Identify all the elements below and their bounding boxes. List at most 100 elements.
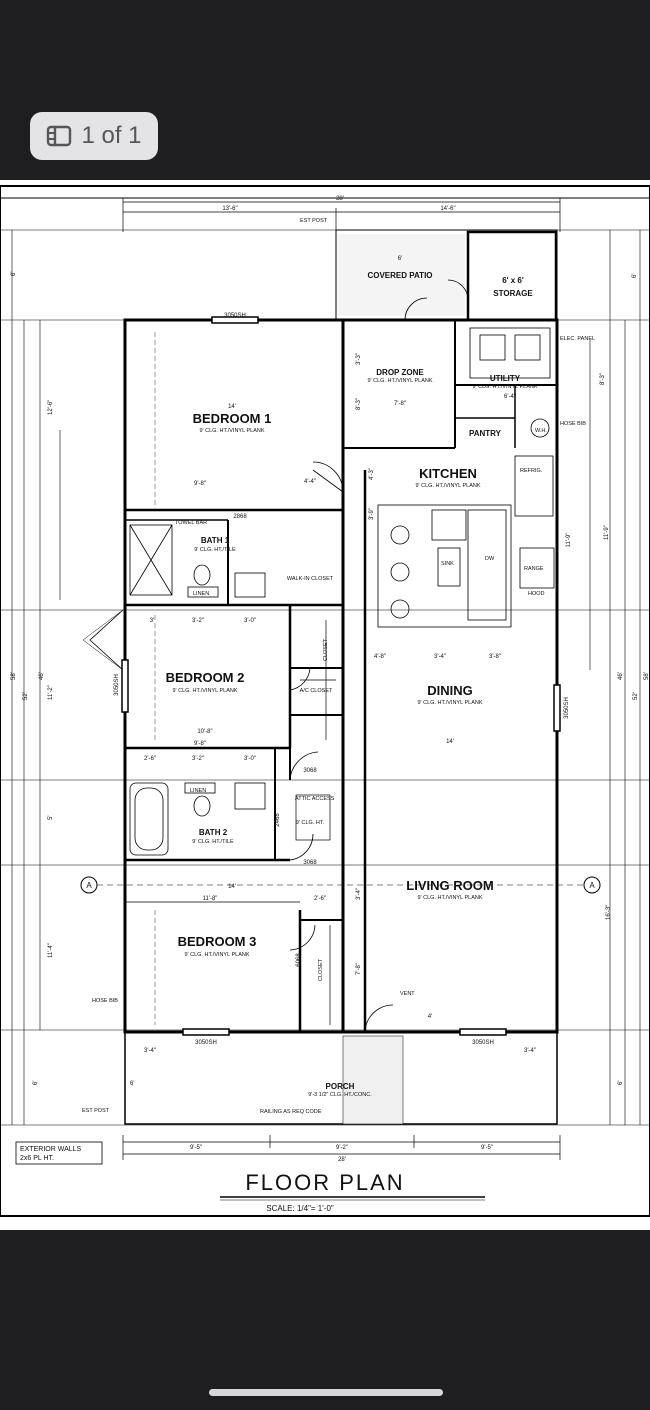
dim-top-left: 13'-6" xyxy=(222,206,237,212)
dim-dz-8-3: 8'-3" xyxy=(356,398,362,410)
section-marker-left: A xyxy=(80,876,98,894)
dim-d-3-4: 3'-4" xyxy=(434,654,446,660)
plan-title: FLOOR PLAN xyxy=(245,1170,404,1195)
dim-left-11-4: 11'-4" xyxy=(48,943,54,958)
bath2-fixtures xyxy=(129,782,266,856)
dim-porch-3-4a: 3'-4" xyxy=(144,1048,156,1054)
dim-d-4-8: 4'-8" xyxy=(374,654,386,660)
dim-right-16-3: 16'-3" xyxy=(606,905,612,920)
room-patio-label: COVERED PATIO xyxy=(367,271,432,280)
dim-win-porch-left: 3050SH xyxy=(195,1040,217,1046)
dim-dz-3-3: 3'-3" xyxy=(356,353,362,365)
room-bath2-label: BATH 2 xyxy=(199,828,228,837)
dim-door-3068a: 3068 xyxy=(303,768,317,774)
kitchen-cabinets xyxy=(377,327,555,628)
note-hose-bib-right: HOSE BIB xyxy=(560,421,586,427)
dim-w-3: 3' xyxy=(150,618,154,624)
room-bedroom1-label: BEDROOM 1 xyxy=(193,411,272,426)
dim-dining-14: 14' xyxy=(446,739,454,745)
legend-exterior-walls-line2: 2x6 PL HT. xyxy=(20,1155,54,1162)
dim-win-b2: 3050SH xyxy=(114,674,120,696)
room-kitchen-sub: 9' CLG. HT./VINYL PLANK xyxy=(415,483,480,489)
dim-bottom-right: 9'-5" xyxy=(481,1145,493,1151)
door-swings xyxy=(289,279,469,1033)
room-walkin-label: WALK-IN CLOSET xyxy=(287,576,334,582)
dim-overall-width: 28' xyxy=(336,196,344,202)
floor-plan-drawing: 28' 13'-6" 14'-6" EST POST 6' 58' 52' 46… xyxy=(0,185,650,1217)
room-porch-sub: 9'-3 1/2" CLG. HT./CONC. xyxy=(308,1092,372,1098)
dim-left-5: 5' xyxy=(48,816,54,820)
dim-right-6-bottom: 6' xyxy=(618,1081,624,1085)
home-indicator[interactable] xyxy=(209,1389,443,1396)
dim-porch-4: 4' xyxy=(428,1014,432,1020)
viewer-top-bar: 1 of 1 xyxy=(0,0,650,180)
windows xyxy=(121,316,561,1036)
dim-pantry-6-4: 6'-4" xyxy=(504,394,516,400)
note-elec: ELEC. PANEL xyxy=(560,336,595,342)
room-hall-sub: 9' CLG. HT. xyxy=(296,820,325,826)
extension-lines xyxy=(0,229,650,1126)
dim-k-3-9: 3'-9" xyxy=(369,508,375,520)
dim-right-52: 52' xyxy=(633,692,639,700)
dim-top-right: 14'-6" xyxy=(440,206,455,212)
note-hood: HOOD xyxy=(528,591,545,597)
dim-left-46: 46' xyxy=(39,672,45,680)
dim-left-6-bottom: 6' xyxy=(33,1081,39,1085)
dim-b2-9-8: 9'-8" xyxy=(194,741,206,747)
bay-left-marker xyxy=(89,609,124,671)
room-bath1-label: BATH 1 xyxy=(201,536,230,545)
room-utility-sub: 9' CLG. HT./VINYL PLANK xyxy=(472,384,537,390)
dim-porch-3-4b: 3'-4" xyxy=(524,1048,536,1054)
dim-b1-width: 14' xyxy=(228,404,236,410)
dim-left-6-top: 6' xyxy=(11,272,17,276)
page-counter-button[interactable]: 1 of 1 xyxy=(30,112,158,160)
room-closet-b2-label: CLOSET xyxy=(323,638,329,661)
svg-text:A: A xyxy=(589,881,595,890)
dim-right-11-9: 11'-9" xyxy=(604,525,610,540)
dim-b1-9-8: 9'-8" xyxy=(194,481,206,487)
dim-b2-10-8: 10'-8" xyxy=(197,729,212,735)
walls xyxy=(123,229,559,1125)
room-dining-sub: 9' CLG. HT./VINYL PLANK xyxy=(417,700,482,706)
dim-w-3-0b: 3'-0" xyxy=(244,756,256,762)
note-attic: ATTIC ACCESS xyxy=(295,796,335,802)
note-refrig: REFRIG. xyxy=(520,468,543,474)
dim-door-6068: 6068 xyxy=(296,953,302,967)
note-range: RANGE xyxy=(524,566,544,572)
dim-b1-4-4: 4'-4" xyxy=(304,479,316,485)
room-dropzone-label: DROP ZONE xyxy=(376,368,424,377)
room-living-label: LIVING ROOM xyxy=(406,878,493,893)
dim-door-2468: 2468 xyxy=(275,813,281,827)
note-railing: RAILING AS REQ CODE xyxy=(260,1109,322,1115)
dim-left-58: 58' xyxy=(11,672,17,680)
dim-b3-14: 14' xyxy=(228,884,236,890)
dim-left-12-6: 12'-6" xyxy=(48,400,54,415)
note-linen-2: LINEN xyxy=(190,788,206,794)
dim-patio-6: 6' xyxy=(398,256,402,262)
dim-win-dining: 3050SH xyxy=(564,697,570,719)
room-bedroom1-sub: 9' CLG. HT./VINYL PLANK xyxy=(199,428,264,434)
dim-b3-2-6: 2'-6" xyxy=(314,896,326,902)
dim-w-2-6: 2'-6" xyxy=(144,756,156,762)
closet-rods xyxy=(295,620,336,1025)
section-marker-right: A xyxy=(583,876,601,894)
dim-door-2868: 2868 xyxy=(233,514,247,520)
dim-win-porch-right: 3050SH xyxy=(472,1040,494,1046)
patio-hatch xyxy=(337,234,465,316)
svg-text:A: A xyxy=(86,881,92,890)
dim-left-11-2: 11'-2" xyxy=(48,685,54,700)
room-bedroom3-sub: 9' CLG. HT./VINYL PLANK xyxy=(184,952,249,958)
room-ac-closet-label: A/C CLOSET xyxy=(300,688,333,694)
dim-w-3-2b: 3'-2" xyxy=(192,756,204,762)
room-bath1-sub: 9' CLG. HT./TILE xyxy=(194,547,236,553)
note-linen-1: LINEN xyxy=(193,591,209,597)
dim-right-58: 58' xyxy=(644,672,650,680)
room-living-sub: 9' CLG. HT./VINYL PLANK xyxy=(417,895,482,901)
page-counter-label: 1 of 1 xyxy=(81,122,142,149)
room-bath2-sub: 9' CLG. HT./TILE xyxy=(192,839,234,845)
top-dimensions xyxy=(122,198,561,232)
bath1-fixtures xyxy=(129,524,266,598)
dim-door-3068b: 3068 xyxy=(303,860,317,866)
dim-right-46: 46' xyxy=(618,672,624,680)
room-bedroom2-label: BEDROOM 2 xyxy=(166,670,245,685)
